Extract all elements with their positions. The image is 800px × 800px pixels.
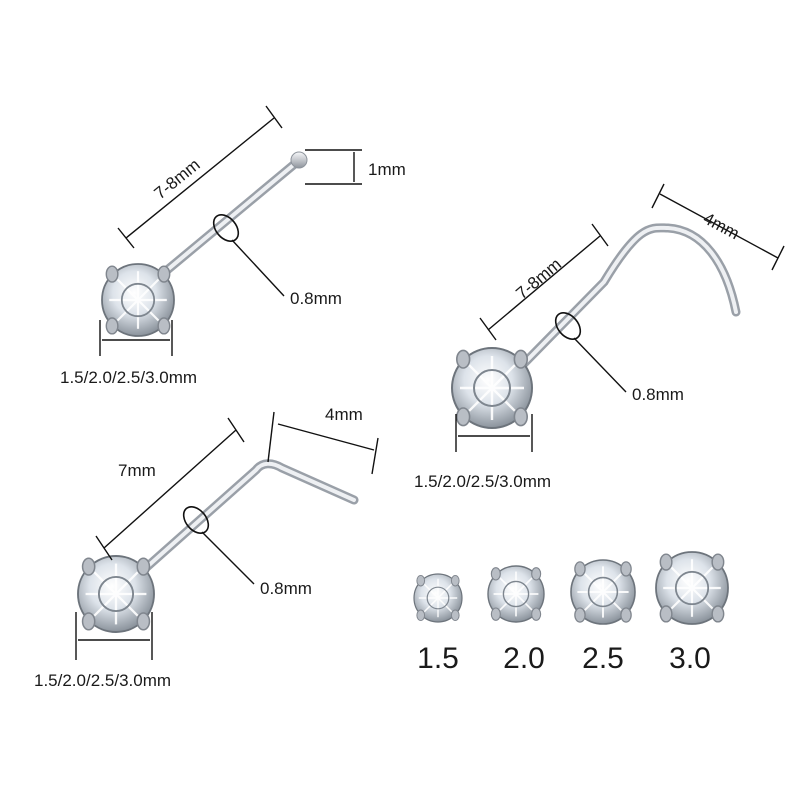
screw-stud-dimensions: 7-8mm 4mm 0.8mm 1.5/2.0/2.5/3.0mm — [414, 183, 785, 491]
straight-nose-stud — [100, 151, 308, 338]
l-shape-nose-stud — [76, 459, 359, 634]
screw-nose-stud — [450, 223, 741, 430]
gauge-label: 0.8mm — [290, 289, 342, 308]
length-label: 7mm — [118, 461, 156, 480]
gem-2-0-icon — [487, 565, 545, 623]
crystal-gem-icon — [450, 346, 534, 430]
l-shape-stud-dimensions: 7mm 4mm 0.8mm 1.5/2.0/2.5/3.0mm — [34, 405, 379, 690]
gem-size-3: 2.5 — [582, 642, 624, 675]
gem-size-label: 1.5/2.0/2.5/3.0mm — [414, 472, 551, 491]
head-label: 1mm — [368, 160, 406, 179]
gem-3-0-icon — [654, 550, 730, 626]
gem-2-5-icon — [570, 559, 636, 625]
gem-size-1: 1.5 — [417, 642, 459, 675]
bend-label: 4mm — [325, 405, 363, 424]
gem-size-label: 1.5/2.0/2.5/3.0mm — [34, 671, 171, 690]
gem-size-4: 3.0 — [669, 642, 711, 675]
length-label: 7-8mm — [512, 255, 565, 304]
curve-label: 4mm — [700, 209, 742, 244]
gem-size-label: 1.5/2.0/2.5/3.0mm — [60, 368, 197, 387]
straight-stud-dimensions: 7-8mm 1mm 0.8mm 1.5/2.0/2.5/3.0mm — [60, 105, 406, 387]
gem-size-2: 2.0 — [503, 642, 545, 675]
crystal-gem-icon — [76, 554, 156, 634]
gauge-label: 0.8mm — [260, 579, 312, 598]
gauge-label: 0.8mm — [632, 385, 684, 404]
gem-1-5-icon — [413, 573, 463, 623]
crystal-gem-icon — [100, 262, 176, 338]
gem-size-comparison: 1.5 2.0 2.5 3.0 — [413, 550, 730, 675]
